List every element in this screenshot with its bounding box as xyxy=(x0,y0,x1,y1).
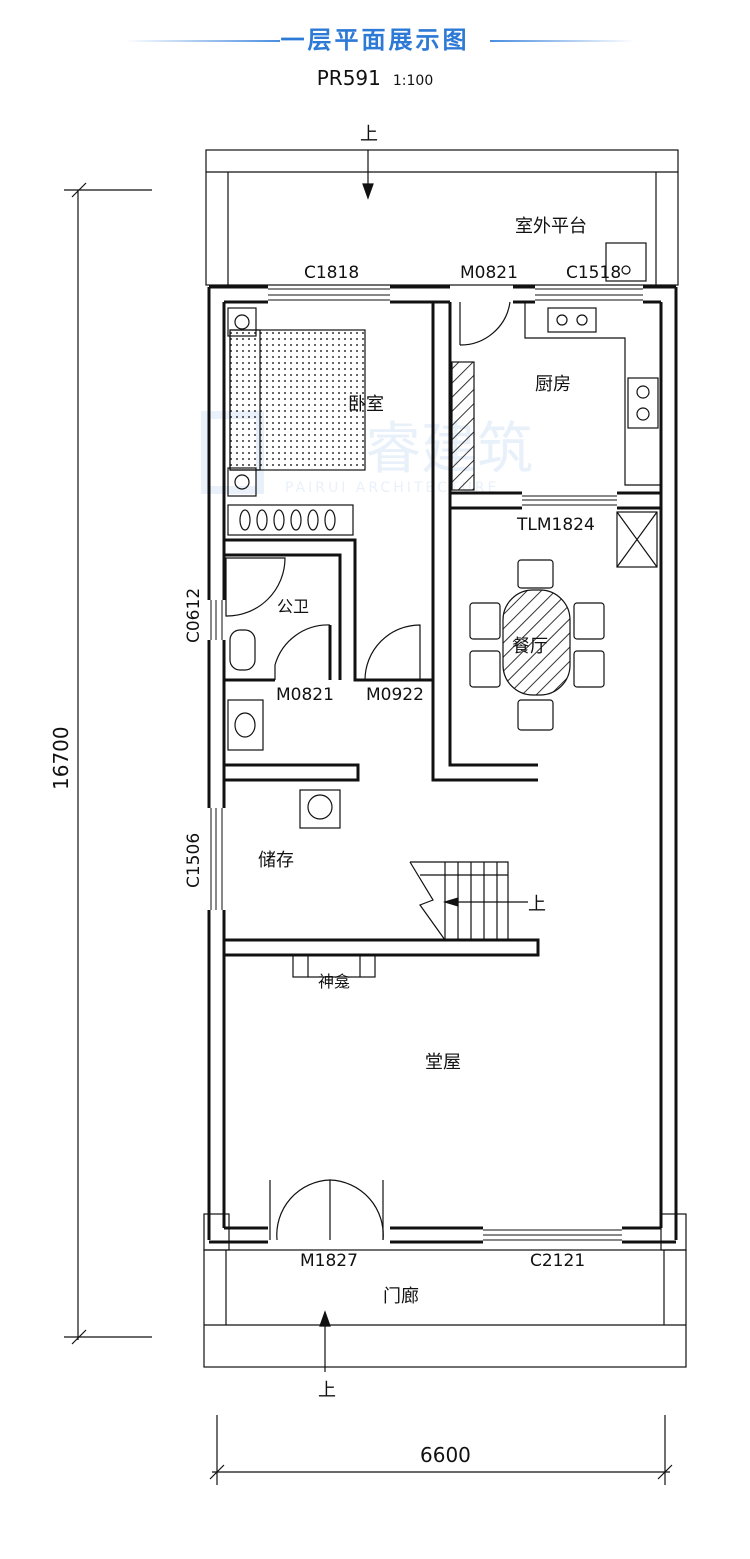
opening-labels: C1818 M0821 C1518 TLM1824 C0612 M0821 M0… xyxy=(184,263,621,1271)
subtitle: PR591 1:100 xyxy=(0,64,750,95)
title-row: 一层平面展示图 xyxy=(0,24,750,56)
dimension-labels: 16700 6600 xyxy=(49,726,471,1467)
label-m0821-kitchen: M0821 xyxy=(460,263,518,283)
sliding-door xyxy=(522,495,617,506)
watermark-en: PAIRUI ARCHITECTURE xyxy=(285,480,499,496)
label-c1506: C1506 xyxy=(184,833,204,888)
label-c1818: C1818 xyxy=(304,263,359,283)
label-m1827: M1827 xyxy=(300,1251,358,1271)
label-hall: 堂屋 xyxy=(425,1052,461,1073)
arrows xyxy=(319,150,374,1372)
label-c0612: C0612 xyxy=(184,588,204,643)
wardrobe-hangers xyxy=(239,509,336,531)
label-c1518: C1518 xyxy=(566,263,621,283)
bedroom-furniture xyxy=(227,307,366,536)
shrine-furniture xyxy=(292,954,376,978)
label-up-stair: 上 xyxy=(528,894,546,915)
label-tlm1824: TLM1824 xyxy=(516,515,595,535)
dimension-width: 6600 xyxy=(420,1443,471,1467)
up-labels: 上 上 上 xyxy=(318,124,546,1401)
label-shrine: 神龛 xyxy=(318,972,350,991)
exterior-walls xyxy=(207,285,678,1244)
dimension-lines xyxy=(64,182,673,1485)
plan-scale: 1:100 xyxy=(392,73,434,89)
label-up-top: 上 xyxy=(360,124,378,145)
windows xyxy=(210,288,643,1241)
title-line-left xyxy=(125,40,280,42)
page-title: 一层平面展示图 xyxy=(280,26,470,54)
label-m0922: M0922 xyxy=(366,685,424,705)
label-bathroom: 公卫 xyxy=(277,597,309,616)
label-c2121: C2121 xyxy=(530,1251,585,1271)
label-m0821-bath: M0821 xyxy=(276,685,334,705)
porch xyxy=(203,1213,687,1368)
terrace xyxy=(205,149,679,286)
label-porch: 门廊 xyxy=(383,1286,419,1307)
kitchen-fixtures xyxy=(451,242,661,568)
label-dining: 餐厅 xyxy=(512,636,548,657)
washing-machine xyxy=(299,789,341,829)
label-kitchen: 厨房 xyxy=(535,374,571,395)
label-storage: 储存 xyxy=(258,850,294,871)
room-labels: 室外平台 卧室 厨房 公卫 餐厅 储存 神龛 堂屋 门廊 xyxy=(258,216,587,1307)
title-line-right xyxy=(490,40,635,42)
label-bedroom: 卧室 xyxy=(348,394,384,415)
interior-walls xyxy=(224,302,661,957)
label-up-bottom: 上 xyxy=(318,1380,336,1401)
doors xyxy=(269,301,511,1241)
dimension-height: 16700 xyxy=(49,726,73,790)
header: 一层平面展示图 PR591 1:100 xyxy=(0,0,750,110)
dining-set xyxy=(469,559,605,731)
bathroom-fixtures xyxy=(225,557,286,751)
label-terrace: 室外平台 xyxy=(515,216,587,237)
staircase xyxy=(409,861,528,941)
plan-code: PR591 xyxy=(316,66,381,90)
